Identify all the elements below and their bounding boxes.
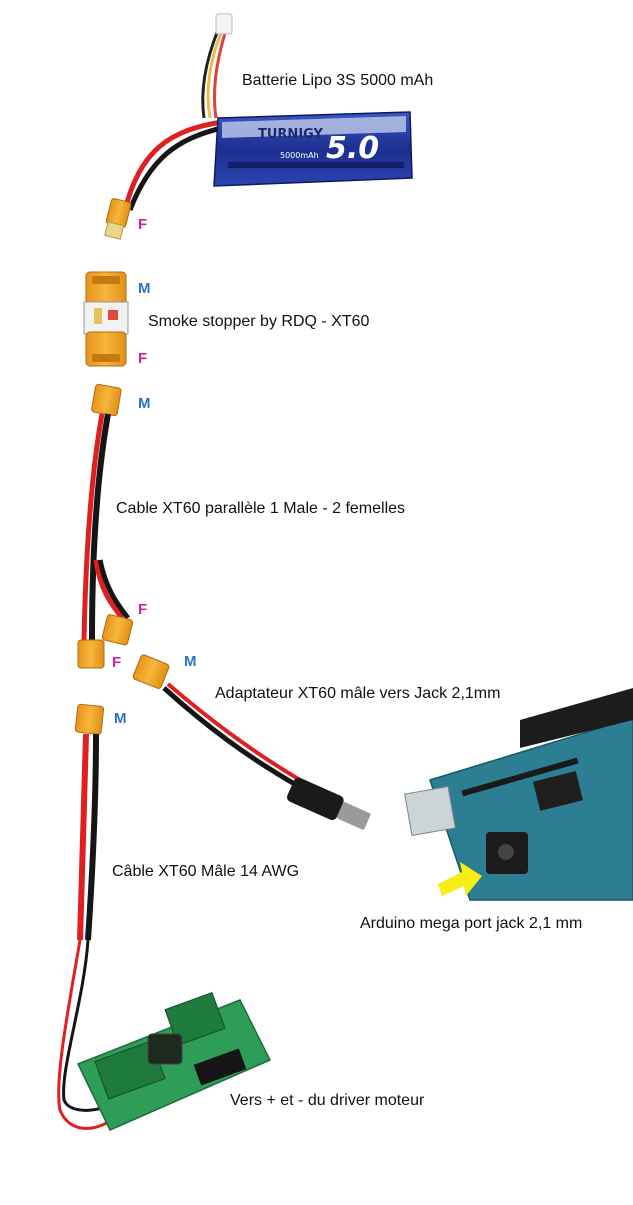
battery-capacity-text: 5.0 — [326, 131, 379, 166]
tag-female-battery: F — [138, 216, 148, 233]
tag-male-xt60-cable: M — [114, 710, 127, 727]
xt60-jack-adapter — [132, 654, 371, 830]
label-driver: Vers + et - du driver moteur — [230, 1092, 425, 1109]
lipo-battery: TURNIGY 5.0 5000mAh — [104, 13, 413, 240]
xt60-male-cable — [57, 703, 130, 1130]
parallel-y-cable — [77, 383, 134, 669]
tag-male-parallel-cable: M — [138, 395, 151, 412]
motor-driver-board — [76, 991, 272, 1131]
label-parallel-cable: Cable XT60 parallèle 1 Male - 2 femelles — [116, 500, 406, 517]
tag-female-parallel-a: F — [138, 601, 148, 618]
battery-sub-text: 5000mAh — [280, 151, 319, 160]
tag-male-smoke-stopper: M — [138, 280, 151, 297]
smoke-stopper — [83, 271, 129, 367]
label-arduino: Arduino mega port jack 2,1 mm — [360, 915, 583, 932]
tag-female-smoke-stopper: F — [138, 350, 148, 367]
battery-brand-text: TURNIGY — [258, 127, 324, 142]
label-battery: Batterie Lipo 3S 5000 mAh — [242, 72, 434, 89]
tag-male-adapter: M — [184, 653, 197, 670]
arduino-mega — [404, 688, 633, 901]
label-xt60-cable: Câble XT60 Mâle 14 AWG — [112, 863, 300, 880]
label-smoke-stopper: Smoke stopper by RDQ - XT60 — [148, 313, 370, 330]
label-adapter: Adaptateur XT60 mâle vers Jack 2,1mm — [215, 685, 501, 702]
tag-female-parallel-b: F — [112, 654, 122, 671]
